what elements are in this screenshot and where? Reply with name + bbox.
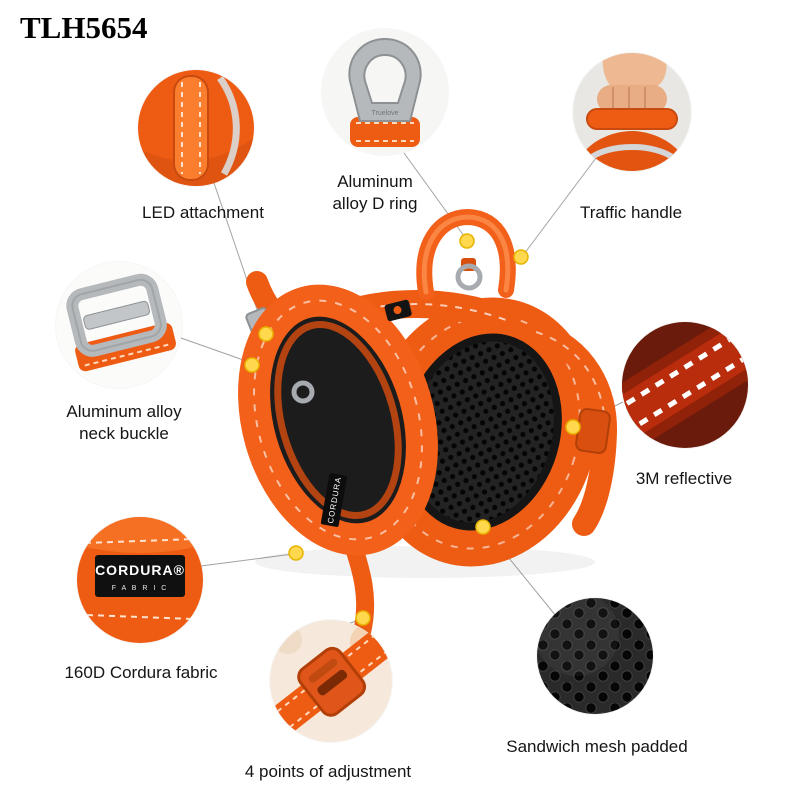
d-ring-photo: Truelove: [322, 29, 448, 155]
traffic-handle-photo: [573, 53, 691, 171]
marker-mesh: [475, 519, 491, 535]
label-d-ring: Aluminum alloy D ring: [332, 172, 418, 214]
cordura-fabric-text: F A B R I C: [112, 585, 169, 592]
reflective-piping: [217, 75, 240, 176]
connector-cordura: [200, 553, 294, 567]
label-traffic-handle: Traffic handle: [579, 203, 683, 222]
ring-engraving: Truelove: [372, 110, 399, 117]
marker-adjustment: [355, 610, 371, 626]
handle-bar: [587, 109, 677, 129]
top-d-ring: [455, 263, 483, 291]
label-reflective: 3M reflective: [635, 469, 733, 488]
brand-patch: [384, 299, 412, 322]
connector-traffic-handle: [523, 157, 597, 255]
adjustment-photo: [270, 620, 392, 742]
cordura-patch-on-harness: CORDURA: [320, 473, 348, 527]
cordura-label: [95, 555, 185, 597]
mesh-photo: [537, 598, 653, 714]
marker-dots: [244, 233, 581, 626]
connector-neck-buckle: [180, 337, 250, 363]
mesh-art: [537, 598, 653, 714]
label-neck-buckle: Aluminum alloy neck buckle: [66, 402, 182, 444]
cordura-photo: CORDURA® F A B R I C: [77, 517, 203, 643]
reflective-trim: [587, 144, 677, 162]
label-mesh: Sandwich mesh padded: [506, 737, 688, 756]
cordura-art: CORDURA® F A B R I C: [77, 517, 203, 643]
marker-cordura: [288, 545, 304, 561]
traffic-handle-art: [573, 53, 691, 171]
marker-led: [258, 326, 274, 342]
harness-top: [573, 131, 691, 171]
harness-photo: CORDURA: [238, 208, 618, 641]
marker-reflective: [565, 419, 581, 435]
marker-traffic-handle: [513, 249, 529, 265]
label-cordura: 160D Cordura fabric: [64, 663, 218, 682]
neck-buckle-art: [56, 262, 182, 388]
label-led-attachment: LED attachment: [142, 203, 264, 222]
aluminum-d-ring: [348, 37, 422, 122]
label-adjustment: 4 points of adjustment: [244, 762, 412, 781]
led-attachment-photo: [138, 70, 254, 186]
chest-loop: [238, 284, 438, 556]
marker-d-ring: [459, 233, 475, 249]
led-loop-strap: [174, 76, 208, 180]
product-code-title: TLH5654: [20, 10, 148, 45]
marker-neck-buckle: [244, 357, 260, 373]
chest-d-ring: [291, 380, 315, 404]
led-attachment-art: [138, 70, 254, 186]
connector-led: [213, 182, 265, 331]
d-ring-strap: [350, 117, 420, 147]
side-adjuster-buckle: [575, 408, 611, 454]
mesh-texture: [537, 598, 653, 714]
cordura-brand-text: CORDURA®: [95, 562, 185, 578]
reflective-art: [622, 322, 748, 448]
adjustment-art: [270, 620, 392, 742]
buckle-center-bar: [83, 300, 150, 330]
hand: [602, 53, 667, 91]
neck-buckle-photo: [56, 262, 182, 388]
d-ring-art: Truelove: [322, 29, 448, 155]
reflective-photo: [622, 322, 748, 448]
saddle-mesh: [410, 341, 554, 523]
